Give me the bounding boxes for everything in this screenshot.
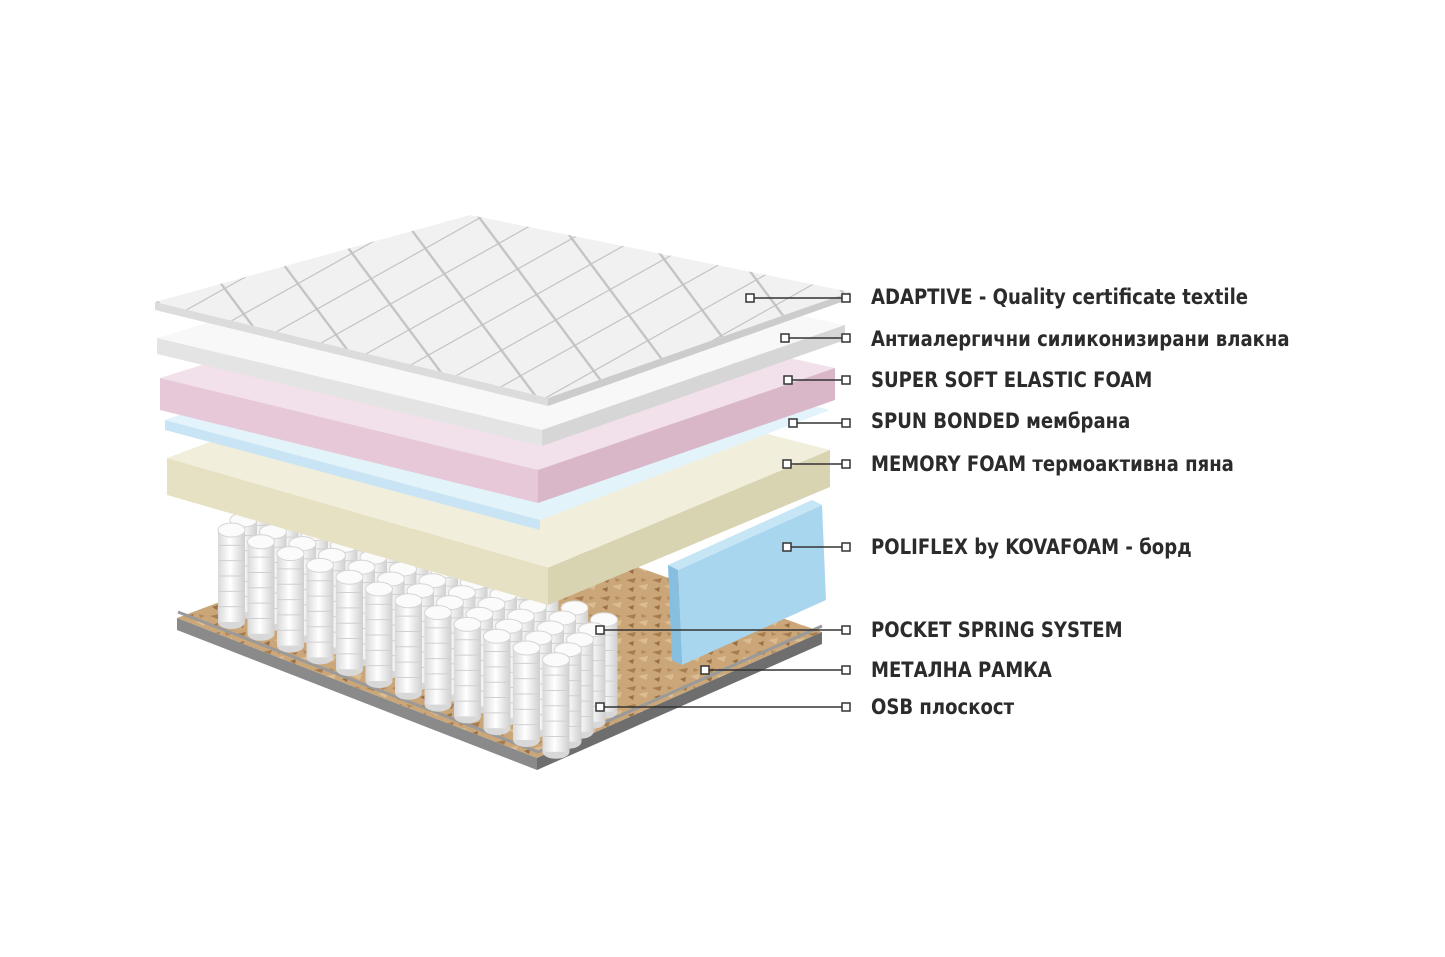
- leader-marker: [841, 542, 851, 552]
- leader-marker: [780, 333, 790, 343]
- leader-5: [782, 542, 851, 552]
- spring-coil: [365, 581, 393, 688]
- label-metal-frame: МЕТАЛНА РАМКА: [871, 658, 1052, 682]
- leader-lines: [595, 293, 851, 712]
- leader-4: [782, 459, 851, 469]
- label-osb-board: OSB плоскост: [871, 695, 1015, 719]
- spring-coil: [453, 616, 482, 724]
- leader-marker: [595, 702, 605, 712]
- leader-marker: [782, 542, 792, 552]
- leader-marker: [745, 293, 755, 303]
- leader-2: [783, 375, 851, 385]
- label-adaptive-textile: ADAPTIVE - Quality certificate textile: [871, 285, 1249, 309]
- spring-coil: [424, 605, 452, 712]
- leader-marker: [841, 459, 851, 469]
- label-memory-foam: MEMORY FOAM термоактивна пяна: [871, 452, 1234, 476]
- textile-cover: [155, 215, 850, 406]
- spring-coil: [542, 652, 570, 759]
- label-spun-bonded: SPUN BONDED мембрана: [871, 409, 1131, 433]
- leader-marker: [782, 459, 792, 469]
- leader-7: [700, 665, 851, 675]
- leader-marker: [841, 702, 851, 712]
- label-pocket-springs: POCKET SPRING SYSTEM: [871, 618, 1123, 642]
- spring-coil: [335, 569, 364, 677]
- pocket-springs: [217, 482, 618, 759]
- metal-frame: [177, 610, 823, 754]
- leader-marker: [841, 375, 851, 385]
- leader-marker: [595, 625, 605, 635]
- label-silicone-fibers: Антиалергични силиконизирани влакна: [871, 327, 1290, 351]
- leader-marker: [788, 418, 798, 428]
- leader-0: [745, 293, 851, 303]
- spring-coil: [306, 557, 334, 665]
- leader-1: [780, 333, 851, 343]
- leader-marker: [841, 625, 851, 635]
- leader-marker: [841, 293, 851, 303]
- spring-coil: [217, 522, 246, 629]
- spring-coil: [483, 628, 511, 736]
- leader-marker: [700, 665, 710, 675]
- label-elastic-foam: SUPER SOFT ELASTIC FOAM: [871, 368, 1153, 392]
- leader-6: [595, 625, 851, 635]
- spring-coil: [394, 593, 423, 700]
- leader-8: [595, 702, 851, 712]
- leader-marker: [841, 333, 851, 343]
- label-poliflex-border: POLIFLEX by KOVAFOAM - борд: [871, 535, 1192, 559]
- leader-marker: [783, 375, 793, 385]
- leader-3: [788, 418, 851, 428]
- leader-marker: [841, 665, 851, 675]
- spring-coil: [247, 534, 275, 641]
- spring-coil: [276, 546, 305, 653]
- spring-coil: [512, 640, 541, 747]
- leader-marker: [841, 418, 851, 428]
